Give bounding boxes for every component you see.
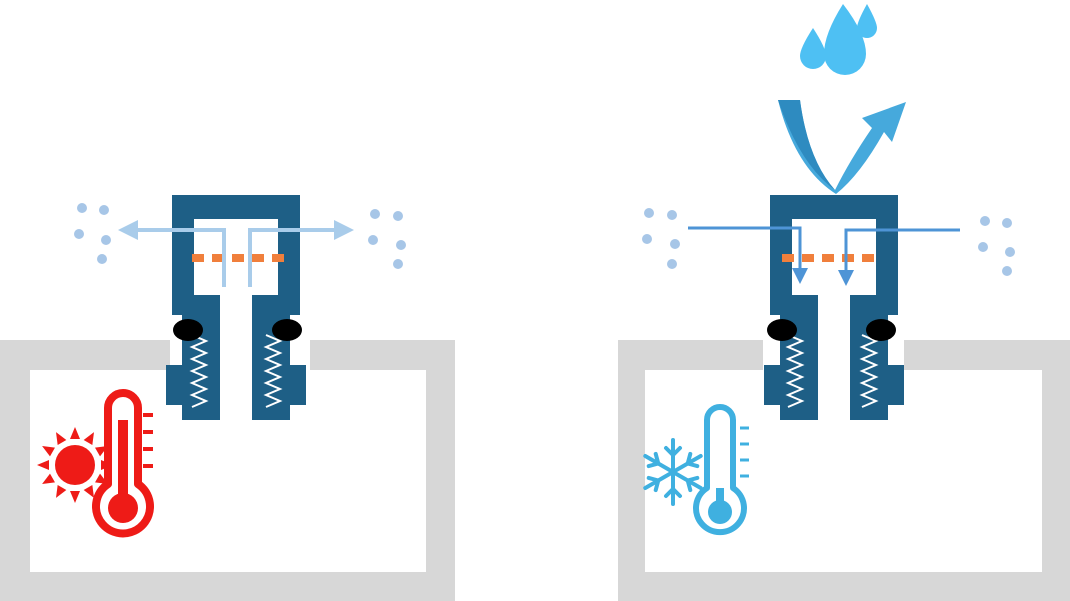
arrow-down-icon [838,270,854,286]
enclosure-warm [0,340,455,601]
curved-arrow-up-icon [778,100,906,194]
arrow-down-icon [792,268,808,284]
outflow-arrows [124,228,346,287]
air-particles [642,208,1015,276]
thermometer-cold-icon [693,404,749,536]
o-ring-seal [767,319,797,341]
inflow-arrows [688,226,960,274]
o-ring-seal [173,319,203,341]
air-particles [74,203,406,269]
snowflake-icon [643,438,703,506]
o-ring-seal [866,319,896,341]
arrow-right-icon [334,220,354,240]
panel-cold [618,4,1070,601]
enclosure-cold [618,340,1070,601]
arrow-left-icon [118,220,138,240]
thermometer-hot-icon [92,389,154,538]
water-drops-icon [800,4,877,75]
panel-warm [0,195,455,601]
o-ring-seal [272,319,302,341]
